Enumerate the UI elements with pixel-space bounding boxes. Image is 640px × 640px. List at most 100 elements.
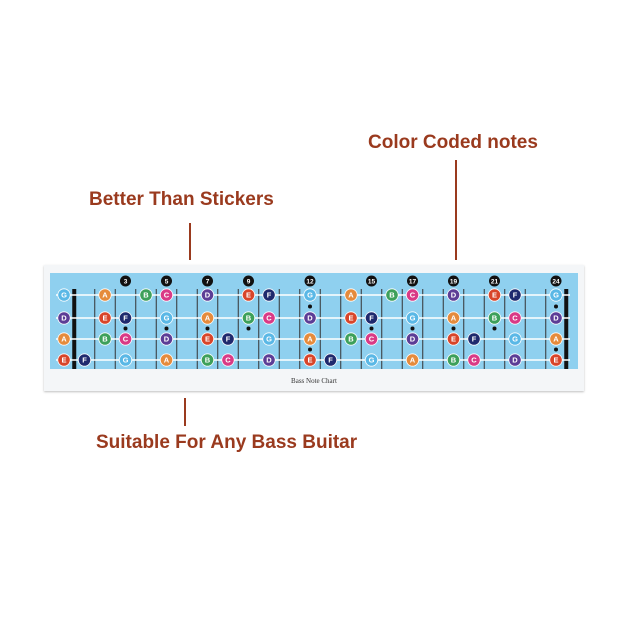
note-circle [446,288,461,302]
note-label: E [61,356,66,365]
note-circle [467,332,481,346]
note-circle [200,311,215,325]
note-label: F [513,291,518,300]
note-label: G [123,356,129,365]
note-label: G [512,335,518,344]
note-circle [98,311,112,325]
fret-marker-dot [243,275,254,287]
note-circle [77,353,92,367]
note-label: A [61,335,67,344]
note-label: G [61,291,67,300]
note-circle [405,332,420,346]
inlay-dot [205,326,210,331]
fret-marker-dot [550,275,562,287]
note-label: D [164,335,170,344]
note-circle [303,311,317,325]
note-circle [446,353,461,367]
note-circle [467,353,481,367]
fret-marker-number: 21 [491,279,499,286]
better-than-stickers-label: Better Than Stickers [89,189,274,210]
note-circle [98,288,112,302]
inlay-dot [410,326,415,331]
note-circle [57,288,71,302]
note-circle [200,332,215,346]
note-label: G [410,314,416,323]
note-label: E [102,314,107,323]
fret-marker-dot [120,275,131,287]
note-circle [57,332,71,346]
note-circle [57,311,71,325]
note-label: C [369,335,375,344]
note-label: B [348,335,354,344]
note-label: F [369,314,374,323]
fret-marker-number: 17 [409,279,417,286]
note-circle [385,288,399,302]
note-circle [303,332,317,346]
fret-marker-number: 7 [206,279,210,286]
note-label: C [164,291,170,300]
fret-marker-dot [407,275,418,287]
note-label: C [266,314,272,323]
note-circle [549,353,563,367]
note-label: D [410,335,416,344]
suitable-leader [184,398,186,426]
note-label: B [246,314,252,323]
note-label: A [102,291,108,300]
note-circle [323,353,338,367]
note-label: A [164,356,170,365]
note-label: B [451,356,457,365]
note-circle [262,332,276,346]
fret-marker-dot [489,275,500,287]
note-circle [508,353,522,367]
note-label: D [205,291,211,300]
fret-marker-dot [448,275,459,287]
note-circle [241,311,256,325]
note-circle [139,288,153,302]
note-circle [159,332,174,346]
note-label: A [451,314,457,323]
note-label: D [266,356,272,365]
inlay-dot [554,304,558,309]
note-circle [405,353,420,367]
note-label: C [471,356,477,365]
inlay-dot [123,326,128,331]
fret-marker-number: 24 [552,279,560,286]
note-label: G [266,335,272,344]
note-circle [262,353,276,367]
note-label: B [492,314,498,323]
better-than-stickers-leader [189,223,191,260]
note-circle [549,332,563,346]
note-label: D [553,314,559,323]
note-label: C [512,314,518,323]
note-label: C [410,291,416,300]
note-circle [405,288,420,302]
note-label: F [226,335,231,344]
note-label: G [369,356,375,365]
fret-marker-number: 9 [247,279,251,286]
note-label: E [348,314,353,323]
note-circle [364,353,379,367]
note-circle [344,288,358,302]
note-circle [159,353,174,367]
note-label: E [246,291,251,300]
note-label: F [472,335,477,344]
fret-marker-number: 3 [124,279,128,286]
note-circle [221,332,235,346]
inlay-dot [246,326,251,331]
note-label: G [307,291,313,300]
note-circle [364,311,379,325]
note-circle [508,311,522,325]
note-label: E [492,291,497,300]
note-circle [549,311,563,325]
note-circle [508,288,522,302]
note-label: D [512,356,518,365]
note-circle [344,332,358,346]
note-label: A [410,356,416,365]
note-circle [262,311,276,325]
note-label: A [205,314,211,323]
fret-marker-number: 12 [306,279,314,286]
note-label: A [348,291,354,300]
note-circle [221,353,235,367]
note-label: E [205,335,210,344]
